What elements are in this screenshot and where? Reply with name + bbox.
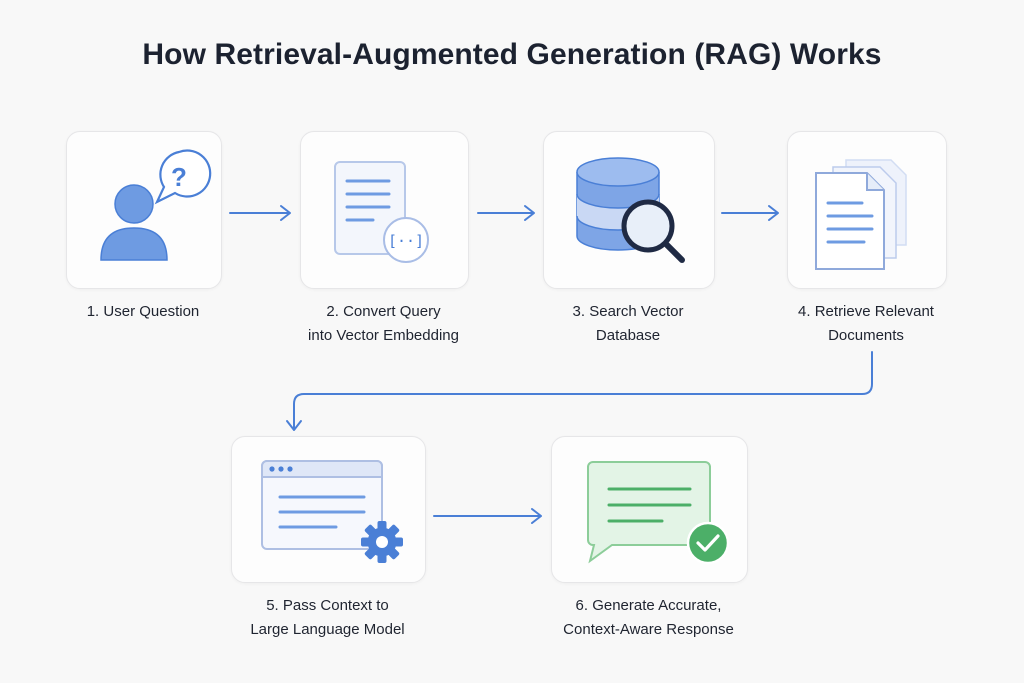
document-embedding-icon: [··] <box>334 161 429 263</box>
step-6-card <box>551 436 748 583</box>
database-search-icon <box>576 157 685 263</box>
documents-icon <box>815 159 907 270</box>
step-3-label: 3. Search Vector Database <box>572 303 684 344</box>
arrow-1-to-2 <box>229 205 291 221</box>
step-2-card: [··] <box>300 131 469 289</box>
svg-text:[··]: [··] <box>388 232 424 250</box>
step-2-label: 2. Convert Query into Vector Embedding <box>308 303 459 344</box>
arrow-5-to-6 <box>433 508 542 524</box>
diagram-title: How Retrieval-Augmented Generation (RAG)… <box>142 38 882 71</box>
step-4-card <box>787 131 947 289</box>
step-1-card: ? <box>66 131 222 289</box>
step-5-card <box>231 436 426 583</box>
step-3-card <box>543 131 715 289</box>
window-gear-icon <box>261 460 403 563</box>
svg-text:?: ? <box>171 162 187 192</box>
arrow-3-to-4 <box>721 205 779 221</box>
user-question-icon: ? <box>100 149 212 261</box>
step-6-label: 6. Generate Accurate, Context-Aware Resp… <box>563 597 734 638</box>
step-5-label: 5. Pass Context to Large Language Model <box>250 597 405 638</box>
arrow-2-to-3 <box>477 205 535 221</box>
step-4-label: 4. Retrieve Relevant Documents <box>798 303 934 344</box>
chat-check-icon <box>587 461 730 565</box>
step-1-label: 1. User Question <box>86 303 200 320</box>
arrow-4-to-5 <box>286 351 873 431</box>
